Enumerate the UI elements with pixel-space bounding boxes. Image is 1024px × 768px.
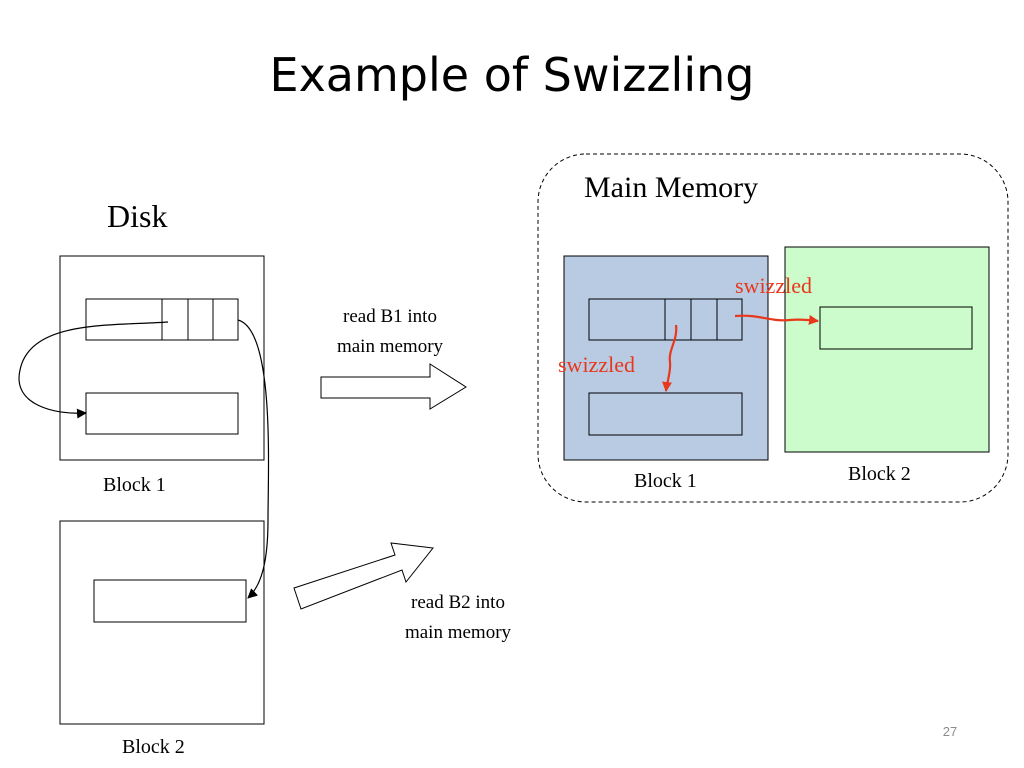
disk-label: Disk — [107, 198, 168, 234]
read-b1-arrow — [320, 363, 467, 410]
swizzled-label-top: swizzled — [735, 273, 812, 298]
disk-pointer-arrow-to-block1 — [18, 321, 169, 419]
swizzled-arrow-right — [734, 314, 819, 325]
read-b1-caption: read B1 into main memory — [336, 306, 444, 357]
disk-block1-target-record — [85, 392, 239, 435]
slide-title: Example of Swizzling — [269, 48, 755, 102]
memory-block2-target-record — [819, 306, 973, 350]
memory-block1-target-record — [588, 392, 743, 436]
disk-block2-target-record — [93, 579, 247, 623]
disk-block1-label: Block 1 — [103, 474, 166, 496]
memory-block1-label: Block 1 — [634, 470, 697, 492]
disk-pointer-arrow-to-block2 — [237, 319, 270, 599]
memory-block2-label: Block 2 — [848, 463, 911, 485]
disk-block2-label: Block 2 — [122, 736, 185, 758]
read-b2-caption: read B2 into main memory — [404, 592, 512, 643]
read-b2-arrow — [293, 542, 434, 610]
main-memory-region — [537, 153, 1009, 503]
swizzled-label-left: swizzled — [558, 352, 635, 377]
swizzled-arrow-down — [662, 324, 678, 392]
main-memory-label: Main Memory — [584, 171, 759, 204]
page-number: 27 — [942, 724, 958, 739]
